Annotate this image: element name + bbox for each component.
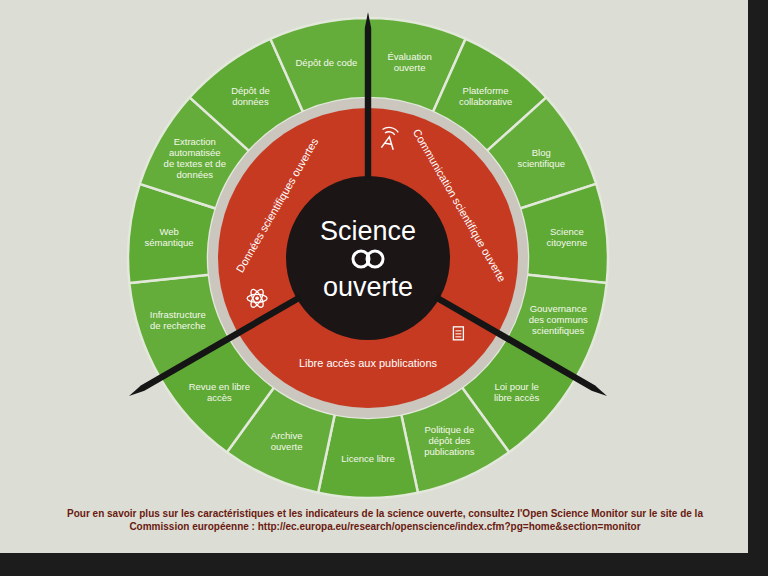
practice-label: Politique de dépôt des publications [417, 424, 481, 457]
divider-spike [129, 294, 302, 396]
practice-segment: Web sémantique [137, 226, 201, 248]
pillar-segment: Données scientifiques ouvertes [233, 136, 321, 275]
green-segment [520, 184, 608, 283]
atom-icon [247, 288, 267, 309]
practice-label: Archive ouverte [255, 430, 319, 452]
practice-label: Extraction automatisée de textes et de d… [163, 136, 227, 180]
practice-label: Web sémantique [137, 226, 201, 248]
practice-segment: Archive ouverte [255, 430, 319, 452]
practice-segment: Plateforme collaborative [454, 85, 518, 107]
center-title: ouverte [293, 272, 443, 302]
pillar-label: Données scientifiques ouvertes [233, 136, 321, 275]
green-segment [270, 18, 368, 112]
practice-segment: Science citoyenne [535, 226, 599, 248]
link-symbol [367, 251, 383, 267]
practice-segment: Politique de dépôt des publications [417, 424, 481, 457]
practice-label: Dépôt de données [218, 85, 282, 107]
practice-label: Licence libre [336, 453, 400, 464]
practice-label: Loi pour le libre accès [485, 381, 549, 403]
pillar-label: Libre accès aux publications [299, 357, 437, 370]
practice-label: Science citoyenne [535, 226, 599, 248]
divider-spike [434, 294, 607, 396]
practice-segment: Infrastructure de recherche [146, 309, 210, 331]
practice-label: Plateforme collaborative [454, 85, 518, 107]
practice-label: Dépôt de code [294, 57, 358, 68]
antenna-icon [379, 126, 398, 150]
practice-label: Blog scientifique [509, 147, 573, 169]
screen-frame [748, 0, 768, 576]
practice-label: Évaluation ouverte [378, 51, 442, 73]
caption: Pour en savoir plus sur les caractéristi… [40, 507, 730, 533]
practice-segment: Loi pour le libre accès [485, 381, 549, 403]
practice-segment: Évaluation ouverte [378, 51, 442, 73]
document-icon [453, 327, 463, 340]
divider-spike [365, 12, 371, 180]
center-title: Science [293, 216, 443, 246]
screen-frame [0, 553, 768, 576]
practice-segment: Dépôt de code [294, 57, 358, 68]
practice-segment: Dépôt de données [218, 85, 282, 107]
practice-segment: Revue en libre accès [187, 381, 251, 403]
practice-segment: Extraction automatisée de textes et de d… [163, 136, 227, 180]
pillar-label: Communication scientifique ouverte [410, 127, 508, 284]
practice-segment: Gouvernance des communs scientifiques [526, 303, 590, 336]
practice-label: Revue en libre accès [187, 381, 251, 403]
practice-label: Infrastructure de recherche [146, 309, 210, 331]
center-disc [286, 176, 450, 340]
practice-segment: Blog scientifique [509, 147, 573, 169]
pillar-segment: Communication scientifique ouverte [410, 127, 508, 284]
pillar-segment: Libre accès aux publications [299, 357, 437, 370]
practice-label: Gouvernance des communs scientifiques [526, 303, 590, 336]
center-circle: Science ouverte [293, 216, 443, 302]
practice-segment: Licence libre [336, 453, 400, 464]
